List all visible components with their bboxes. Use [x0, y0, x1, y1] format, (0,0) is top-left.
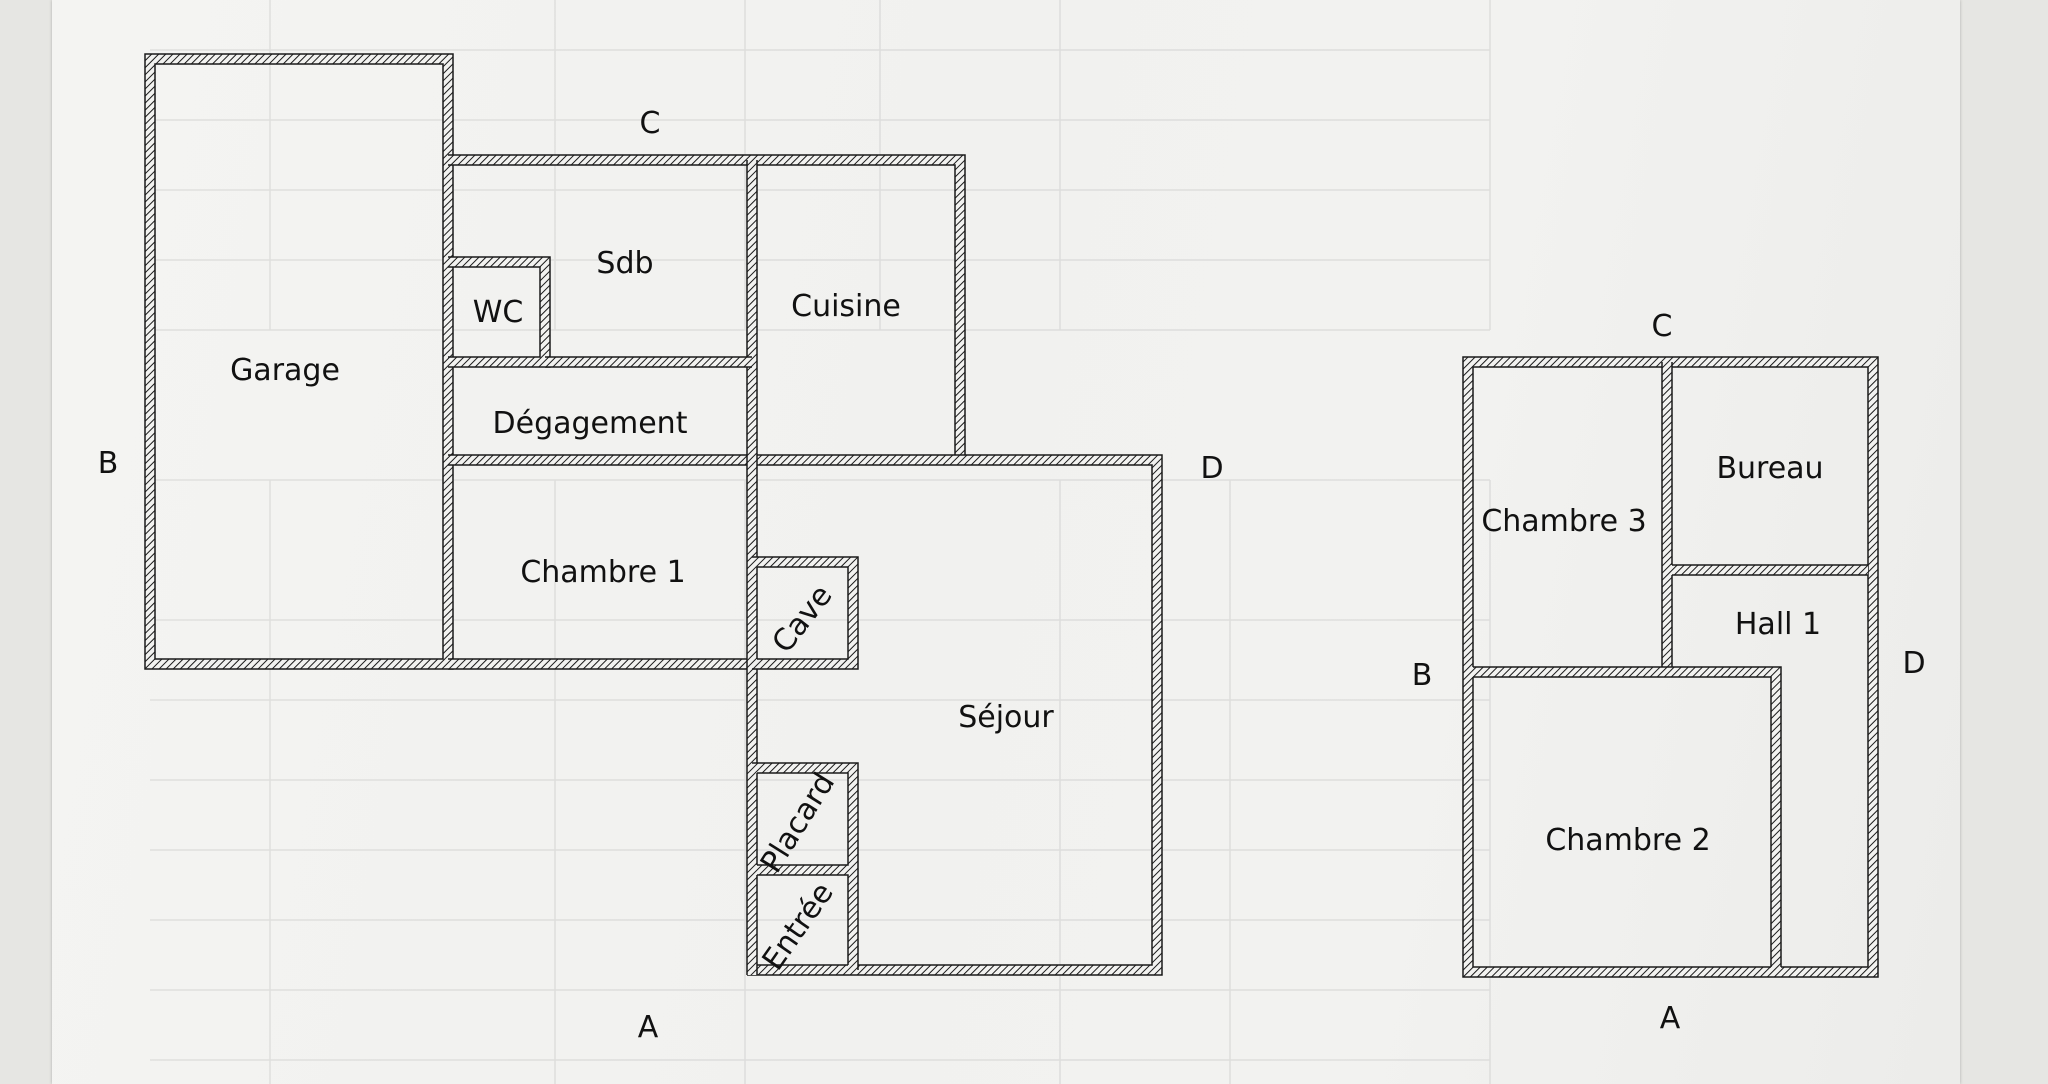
room-label-cave: Cave	[765, 579, 839, 660]
wall-chambre2	[1468, 667, 1781, 972]
room-label-degagement: Dégagement	[493, 406, 688, 441]
ground-compass-bottom: A	[638, 1010, 659, 1045]
wall-wc	[448, 257, 550, 367]
room-label-sejour: Séjour	[958, 700, 1054, 735]
room-label-chambre1: Chambre 1	[520, 555, 685, 590]
room-label-sdb: Sdb	[596, 246, 653, 281]
ground-compass-top: C	[640, 106, 661, 141]
upper-compass-bottom: A	[1660, 1001, 1681, 1036]
room-label-chambre3: Chambre 3	[1481, 504, 1646, 539]
ground-compass-right: D	[1200, 451, 1223, 486]
room-label-bureau: Bureau	[1716, 451, 1823, 486]
upper-compass-left: B	[1412, 658, 1433, 693]
upper-floor-plan: Chambre 3 Bureau Hall 1 Chambre 2 C B D …	[1412, 309, 1926, 1036]
wall-main-top	[448, 155, 965, 460]
paper-sheet	[52, 0, 1960, 1084]
room-label-entree: Entrée	[756, 876, 841, 977]
room-label-garage: Garage	[230, 353, 340, 388]
room-label-cuisine: Cuisine	[791, 289, 901, 324]
upper-compass-top: C	[1652, 309, 1673, 344]
wall-cave	[752, 557, 858, 669]
wall-sejour	[752, 455, 1162, 975]
wall-placard-entree	[752, 763, 858, 970]
room-label-placard: Placard	[754, 767, 842, 879]
upper-compass-right: D	[1902, 646, 1925, 681]
background-bleedthrough	[150, 0, 1491, 1084]
room-label-hall1: Hall 1	[1735, 607, 1821, 642]
ground-floor-plan: Garage Sdb WC Cuisine Dégagement Chambre…	[98, 53, 1224, 1045]
room-label-chambre2: Chambre 2	[1545, 823, 1710, 858]
ground-compass-left: B	[98, 446, 119, 481]
room-label-wc: WC	[473, 295, 524, 330]
